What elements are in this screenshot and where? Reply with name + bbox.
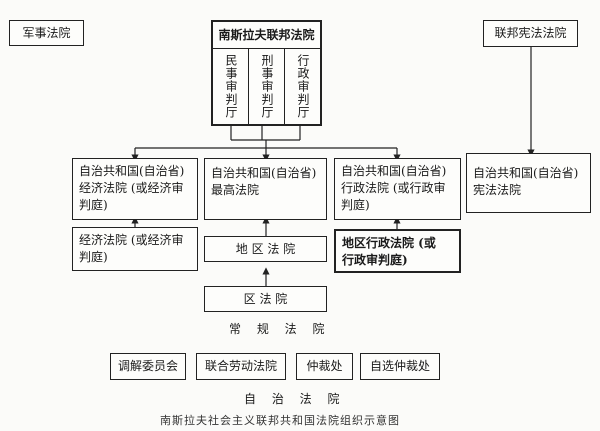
associated-labor-court-label: 联合劳动法院 bbox=[204, 359, 277, 373]
republic-economic-court-label: 自治共和国(自治省) 经济法院 (或经济审 判庭) bbox=[79, 164, 185, 212]
federal-court-title: 南斯拉夫联邦法院 bbox=[213, 22, 320, 49]
mediation-committee-box: 调解委员会 bbox=[110, 353, 186, 380]
diagram-caption: 南斯拉夫社会主义联邦共和国法院组织示意图 bbox=[160, 414, 400, 427]
federal-constitutional-court-box: 联邦宪法法院 bbox=[483, 20, 578, 47]
republic-constitutional-court-box: 自治共和国(自治省) 宪法法院 bbox=[466, 153, 591, 213]
chamber-row: 民事审判厅 刑事审判厅 行政审判厅 bbox=[213, 48, 320, 124]
district-court-box: 区 法 院 bbox=[204, 286, 327, 312]
republic-supreme-court-box: 自治共和国(自治省) 最高法院 bbox=[204, 158, 327, 220]
regional-administrative-court-box: 地区行政法院 (或 行政审判庭) bbox=[334, 229, 461, 273]
chamber-criminal-label: 刑事审判厅 bbox=[260, 53, 274, 119]
republic-economic-court-box: 自治共和国(自治省) 经济法院 (或经济审 判庭) bbox=[72, 158, 198, 220]
chamber-criminal: 刑事审判厅 bbox=[249, 48, 285, 124]
autonomous-courts-label: 自 治 法 院 bbox=[244, 392, 346, 406]
federal-court-box: 南斯拉夫联邦法院 民事审判厅 刑事审判厅 行政审判厅 bbox=[211, 20, 322, 126]
district-court-label: 区 法 院 bbox=[243, 291, 288, 306]
chamber-administrative: 行政审判厅 bbox=[285, 48, 320, 124]
mediation-committee-label: 调解委员会 bbox=[117, 359, 178, 373]
military-court-label: 军事法院 bbox=[22, 25, 71, 40]
arbitration-office-label: 仲裁处 bbox=[306, 359, 343, 373]
associated-labor-court-box: 联合劳动法院 bbox=[196, 353, 286, 380]
optional-arbitration-office-label: 自选仲裁处 bbox=[369, 359, 430, 373]
republic-administrative-court-label: 自治共和国(自治省) 行政法院 (或行政审 判庭) bbox=[341, 164, 447, 212]
regional-court-label: 地 区 法 院 bbox=[235, 241, 296, 256]
military-court-box: 军事法院 bbox=[9, 20, 84, 46]
republic-administrative-court-box: 自治共和国(自治省) 行政法院 (或行政审 判庭) bbox=[334, 158, 461, 220]
regional-court-box: 地 区 法 院 bbox=[204, 236, 327, 262]
economic-court-label: 经济法院 (或经济审 判庭) bbox=[79, 233, 184, 264]
regular-courts-label: 常 规 法 院 bbox=[229, 322, 331, 336]
economic-court-box: 经济法院 (或经济审 判庭) bbox=[72, 227, 198, 271]
republic-supreme-court-label: 自治共和国(自治省) 最高法院 bbox=[211, 166, 317, 197]
optional-arbitration-office-box: 自选仲裁处 bbox=[360, 353, 440, 380]
federal-constitutional-court-label: 联邦宪法法院 bbox=[494, 26, 567, 40]
republic-constitutional-court-label: 自治共和国(自治省) 宪法法院 bbox=[473, 166, 579, 197]
chamber-civil: 民事审判厅 bbox=[213, 48, 249, 124]
chamber-administrative-label: 行政审判厅 bbox=[296, 53, 310, 119]
regional-administrative-court-label: 地区行政法院 (或 行政审判庭) bbox=[342, 236, 436, 267]
arbitration-office-box: 仲裁处 bbox=[296, 353, 353, 380]
chamber-civil-label: 民事审判厅 bbox=[224, 53, 238, 119]
